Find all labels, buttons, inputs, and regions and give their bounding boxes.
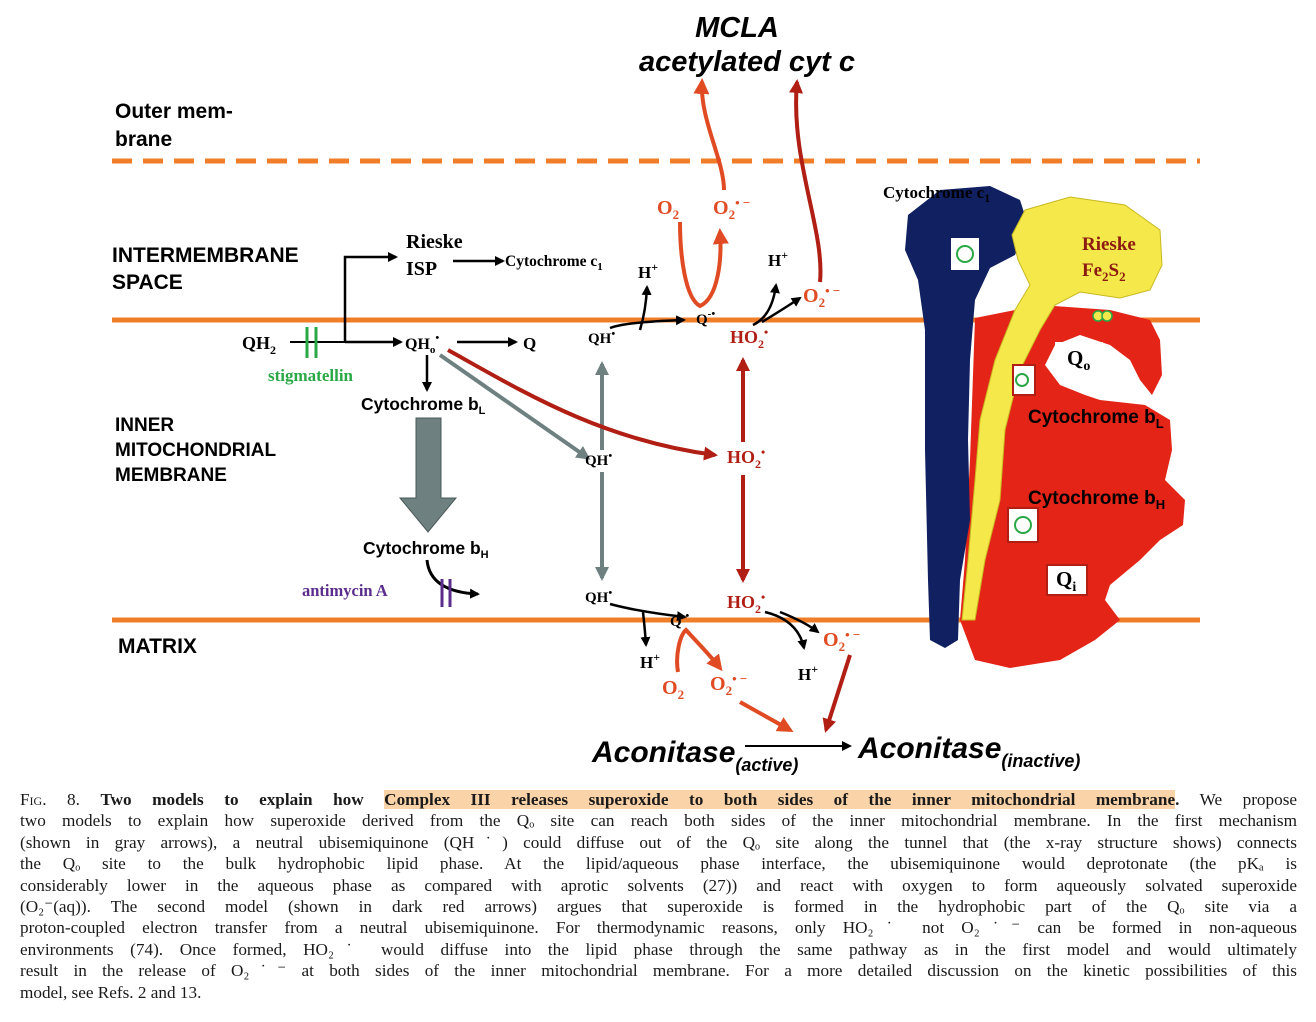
qh-top-to-q-minus-arrow xyxy=(609,315,686,330)
superoxide-bottom-to-aconitase-arrow xyxy=(739,700,794,732)
caption-line-8: environments (74). Once formed, HO₂˙ wou… xyxy=(20,939,1297,959)
figure-caption: Fig. 8. Two models to explain how Comple… xyxy=(20,789,1297,1003)
ho2-top-to-superoxide-arrow xyxy=(761,296,802,324)
qh-radical-bottom: QH• xyxy=(585,587,612,606)
intermembrane-label-1: INTERMEMBRANE xyxy=(112,244,299,267)
heme-bl-icon xyxy=(1012,364,1036,396)
o2-to-superoxide-top-arrow xyxy=(678,221,729,309)
aconitase-active-label: Aconitase(active) xyxy=(591,736,798,775)
figure-number: Fig. 8. xyxy=(20,790,80,809)
structure-rieske-label: Rieske xyxy=(1082,234,1136,255)
hplus-bottom-left: H+ xyxy=(640,650,660,672)
superoxide-bottom-right-label: O2• − xyxy=(823,627,860,654)
structure-qo-label: Qo xyxy=(1067,346,1090,374)
rieske-isp-label-1: Rieske xyxy=(406,231,463,253)
superoxide-top-right-label: O2• − xyxy=(803,283,840,310)
inner-membrane-label-2: MITOCHONDRIAL xyxy=(115,440,277,461)
caption-title-highlight: Complex III releases superoxide to both … xyxy=(384,790,1176,809)
structure-cyt-c1-label: Cytochrome c1 xyxy=(883,183,990,205)
caption-line-1-text: We propose xyxy=(1199,790,1298,809)
complex-iii-structure xyxy=(905,186,1185,668)
superoxide-bottom-right-to-aconitase-arrow xyxy=(822,654,852,733)
structure-qi-label: Qi xyxy=(1056,567,1076,595)
branch-to-rieske-arrow xyxy=(343,252,398,342)
hplus-top-right: H+ xyxy=(768,248,788,270)
superoxide-to-acetylated-cytc-arrow xyxy=(789,79,823,283)
qh-top-to-hplus-arrow xyxy=(638,285,652,331)
caption-line-5: considerably lower in the aqueous phase … xyxy=(20,875,1297,895)
caption-title-start: Two models to explain how xyxy=(100,790,364,809)
outer-membrane-label-1: Outer mem- xyxy=(115,100,233,123)
inner-membrane-label-3: MEMBRANE xyxy=(115,465,227,486)
q-minus-top: Q-• xyxy=(696,308,715,328)
caption-line-6: (O₂⁻(aq)). The second model (shown in da… xyxy=(20,897,1297,917)
aconitase-inactive-label: Aconitase(inactive) xyxy=(857,732,1080,771)
cytochrome-c1-navy xyxy=(905,186,1028,648)
ho2-top-to-hplus-arrow xyxy=(752,283,780,327)
ho2-bottom-label: HO2• xyxy=(727,590,765,616)
complex-iii-superoxide-diagram: Outer mem- brane INTERMEMBRANE SPACE INN… xyxy=(112,12,1200,775)
outer-membrane-label-2: brane xyxy=(115,128,172,151)
superoxide-bottom-left-label: O2• − xyxy=(710,671,747,698)
qh-bottom-to-q-minus-arrow xyxy=(609,602,687,622)
cytbh-label: Cytochrome bH xyxy=(363,538,489,561)
heme-bh-icon xyxy=(1007,507,1039,543)
structure-cytbl-label: Cytochrome bL xyxy=(1028,407,1164,431)
caption-line-2: two models to explain how superoxide der… xyxy=(20,811,1297,831)
hplus-bottom-right: H+ xyxy=(798,662,818,684)
cytbl-label: Cytochrome bL xyxy=(361,394,486,417)
qh-radical-top: QH• xyxy=(588,328,615,347)
rieske-yellow xyxy=(961,196,1163,621)
qi-site-icon xyxy=(1046,564,1088,596)
heme-c1-icon xyxy=(949,236,981,272)
mcla-label: MCLA xyxy=(695,12,779,44)
qh2-label: QH2 xyxy=(242,333,276,357)
q-label: Q xyxy=(523,334,536,353)
superoxide-to-mcla-arrow xyxy=(693,78,726,191)
stigmatellin-label: stigmatellin xyxy=(268,366,354,385)
superoxide-top-left-label: O2• − xyxy=(713,195,750,222)
acetylated-cyt-c-label: acetylated cyt c xyxy=(639,46,855,78)
cytbh-to-qi-arrow xyxy=(425,559,480,599)
o2-bottom-label: O2 xyxy=(662,677,684,702)
o2-to-superoxide-bottom-arrow xyxy=(675,627,723,673)
caption-line-3: (shown in gray arrows), a neutral ubisem… xyxy=(20,832,1297,852)
ho2-bottom-to-hplus-arrow xyxy=(764,610,808,650)
structure-fe2s2-label: Fe2S2 xyxy=(1082,260,1126,284)
caption-line-1: Fig. 8. Two models to explain how Comple… xyxy=(20,789,1297,810)
structure-cytbh-label: Cytochrome bH xyxy=(1028,488,1165,512)
hplus-top-left: H+ xyxy=(638,260,658,282)
o2-top-label: O2 xyxy=(657,197,679,222)
qh-bottom-to-hplus-arrow xyxy=(640,611,651,647)
gray-qho-to-qh-center-arrow xyxy=(438,353,591,460)
caption-line-10: model, see Refs. 2 and 13. xyxy=(20,982,202,1002)
rieske-isp-label-2: ISP xyxy=(406,258,437,280)
qho-label: QHo• xyxy=(405,332,439,356)
ho2-center-label: HO2• xyxy=(727,445,765,471)
antimycin-label: antimycin A xyxy=(302,581,388,600)
ho2-top-label: HO2• xyxy=(730,325,768,351)
qh-radical-center: QH• xyxy=(585,450,612,469)
intermembrane-label-2: SPACE xyxy=(112,271,183,294)
caption-line-9: result in the release of O₂˙⁻ at both si… xyxy=(20,961,1297,981)
matrix-label: MATRIX xyxy=(118,635,197,658)
inner-membrane-label-1: INNER xyxy=(115,415,174,436)
ho2-bottom-to-superoxide-arrow xyxy=(779,610,820,634)
qo-site-icon xyxy=(1055,342,1103,372)
caption-title-end: . xyxy=(1175,790,1180,809)
dark-red-qho-to-ho2-arrow xyxy=(447,348,718,461)
cytbl-to-cytbh-arrow xyxy=(398,417,458,533)
caption-line-7: proton-coupled electron transfer from a … xyxy=(20,918,1297,938)
caption-line-4: the Qₒ site to the bulk hydrophobic lipi… xyxy=(20,854,1297,874)
cytc1-flow-label: Cytochrome c1 xyxy=(505,253,603,273)
q-minus-bottom: Q-• xyxy=(670,610,689,630)
